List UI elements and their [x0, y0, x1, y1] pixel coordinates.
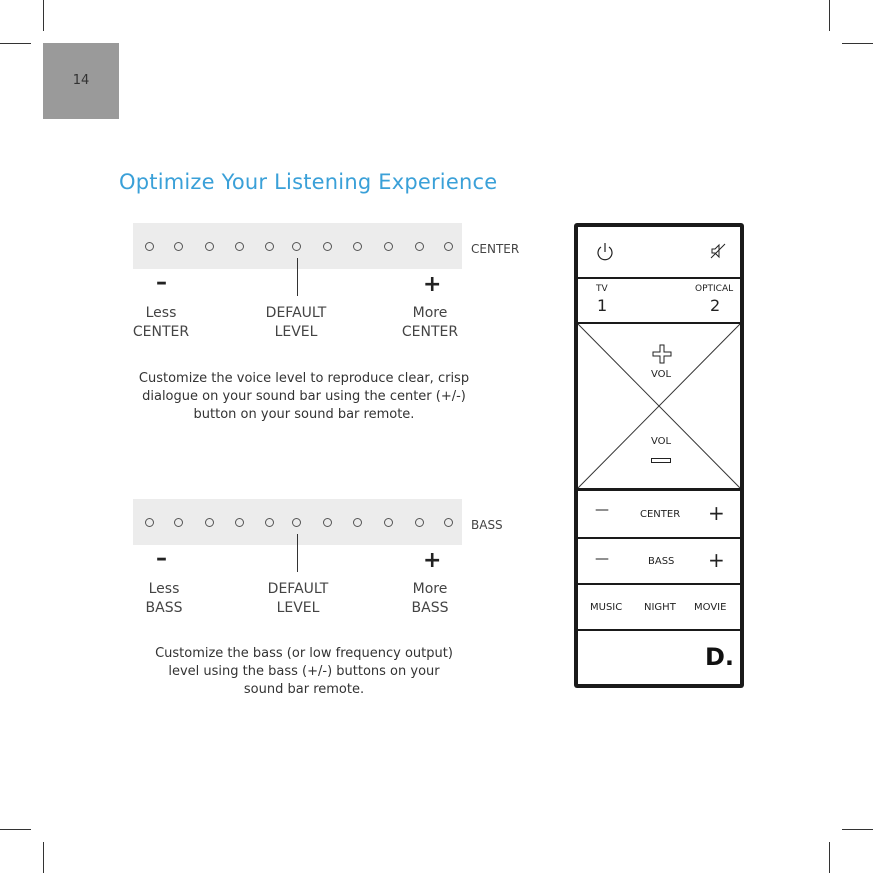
level-indicator [353, 242, 362, 251]
volume-pad-lines [578, 324, 740, 488]
default-level-marker [297, 534, 298, 572]
level-indicator [323, 518, 332, 527]
level-indicator [444, 518, 453, 527]
level-indicator [415, 518, 424, 527]
bass-description: Customize the bass (or low frequency out… [155, 646, 453, 697]
level-indicator [174, 242, 183, 251]
volume-up-label: VOL [651, 369, 672, 380]
level-indicator [444, 242, 453, 251]
level-indicator [292, 518, 301, 527]
level-indicator [292, 242, 301, 251]
remote-volume-pad: VOL VOL [578, 324, 740, 488]
center-minus-button[interactable]: — [595, 502, 609, 518]
center-plus-button[interactable]: + [708, 501, 725, 525]
level-indicator [235, 242, 244, 251]
tv-input-button[interactable]: 1 [597, 296, 608, 315]
remote-center-row: — CENTER + [578, 491, 740, 537]
bass-bar-label: BASS [471, 518, 503, 532]
level-indicator [384, 518, 393, 527]
level-indicator [145, 242, 154, 251]
remote-bass-row: — BASS + [578, 539, 740, 583]
page-title: Optimize Your Listening Experience [119, 170, 498, 194]
tv-input-label: TV [596, 284, 608, 294]
volume-down-icon[interactable] [651, 458, 671, 464]
level-indicator [205, 242, 214, 251]
crop-mark [829, 842, 830, 873]
center-label: CENTER [640, 509, 681, 520]
default-level-marker [297, 258, 298, 296]
more-bass-label: More BASS [411, 581, 449, 616]
remote-input-row: TV 1 OPTICAL 2 [578, 279, 740, 322]
music-mode-button[interactable]: MUSIC [590, 602, 623, 613]
level-indicator [205, 518, 214, 527]
level-indicator [145, 518, 154, 527]
level-indicator [265, 518, 274, 527]
volume-up-icon[interactable] [652, 344, 672, 364]
bass-minus-button[interactable]: — [595, 551, 609, 567]
remote-mode-row: MUSIC NIGHT MOVIE [578, 585, 740, 629]
level-indicator [235, 518, 244, 527]
optical-input-label: OPTICAL [695, 284, 734, 294]
mute-icon[interactable] [709, 242, 727, 260]
crop-mark [829, 0, 830, 31]
crop-mark [842, 829, 873, 830]
page-number-tab: 14 [43, 43, 119, 119]
crop-mark [43, 0, 44, 31]
plus-icon: + [423, 272, 442, 297]
default-level-label: DEFAULT LEVEL [265, 305, 327, 340]
less-bass-label: Less BASS [145, 581, 183, 616]
level-indicator [323, 242, 332, 251]
plus-icon: + [423, 548, 442, 573]
remote-logo-row: D. [578, 631, 740, 684]
level-indicator [174, 518, 183, 527]
power-icon[interactable] [595, 241, 615, 263]
center-description: Customize the voice level to reproduce c… [138, 371, 470, 422]
brand-logo: D. [705, 643, 735, 671]
center-bar-label: CENTER [471, 242, 520, 256]
optical-input-button[interactable]: 2 [710, 296, 721, 315]
minus-icon: – [156, 270, 167, 295]
crop-mark [0, 43, 31, 44]
level-indicator [415, 242, 424, 251]
remote-power-row [578, 227, 740, 277]
crop-mark [842, 43, 873, 44]
level-indicator [353, 518, 362, 527]
level-indicator [384, 242, 393, 251]
crop-mark [0, 829, 31, 830]
night-mode-button[interactable]: NIGHT [644, 602, 676, 613]
default-level-label: DEFAULT LEVEL [267, 581, 329, 616]
bass-plus-button[interactable]: + [708, 548, 725, 572]
movie-mode-button[interactable]: MOVIE [694, 602, 727, 613]
less-center-label: Less CENTER [132, 305, 190, 340]
level-indicator [265, 242, 274, 251]
remote-control: TV 1 OPTICAL 2 VOL VOL — CENTER + — BASS… [574, 223, 744, 688]
more-center-label: More CENTER [401, 305, 459, 340]
bass-label: BASS [648, 556, 675, 567]
page-number: 14 [72, 73, 90, 88]
crop-mark [43, 842, 44, 873]
minus-icon: – [156, 546, 167, 571]
volume-down-label: VOL [651, 436, 672, 447]
